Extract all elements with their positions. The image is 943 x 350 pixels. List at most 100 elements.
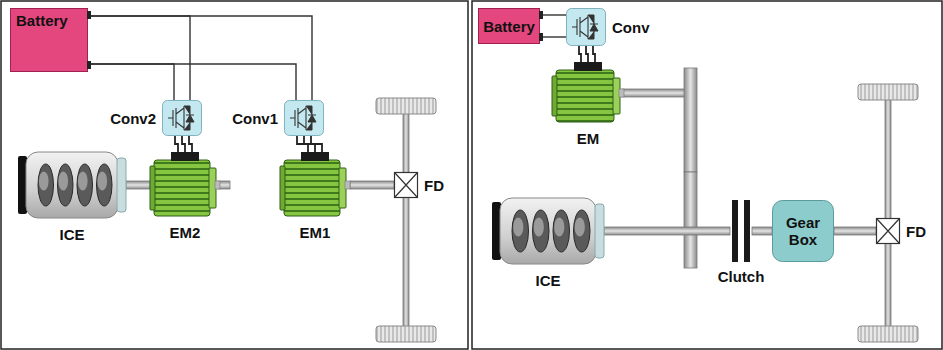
dc-wire: [540, 14, 566, 15]
shaft-body: [126, 181, 150, 189]
dc-wire: [540, 36, 566, 37]
wheel: [858, 326, 918, 342]
motor-shaft-end: [345, 181, 350, 189]
battery-box: Battery: [478, 8, 540, 44]
engine-block: ICE: [492, 196, 604, 266]
engine-cylinder-shine: [554, 218, 564, 237]
engine-cylinder-shine: [534, 218, 544, 237]
electric-motor: EM1: [280, 152, 350, 218]
engine-cylinder-shine: [39, 172, 49, 191]
power-wire: [88, 16, 190, 100]
final-drive-cross: [877, 219, 899, 243]
converter-body: [567, 9, 606, 46]
converter-box: Conv2: [162, 100, 202, 136]
phase-wire: [586, 46, 588, 62]
clutch-plate: [732, 200, 738, 262]
node-label: Conv2: [110, 110, 156, 127]
converter-box-outline: [284, 100, 324, 136]
drive-shaft: [834, 227, 876, 235]
motor-end-cap: [280, 166, 285, 210]
axle: [885, 98, 891, 328]
engine-cylinder-shine: [58, 172, 68, 191]
phase-wire: [579, 46, 581, 62]
engine-flange: [117, 158, 126, 212]
node-label: FD: [906, 223, 926, 240]
final-drive: FD: [394, 172, 418, 198]
engine-cylinder: [97, 164, 113, 206]
engine-cylinder: [77, 164, 93, 206]
dc-wire: [88, 64, 296, 100]
gear-plate: [684, 68, 697, 172]
transistor-symbol: [572, 15, 588, 39]
gearbox-box: Gear Box: [772, 200, 834, 262]
node-label: EM2: [170, 224, 201, 241]
electric-motor: EM: [552, 62, 624, 124]
engine-cylinder: [58, 164, 74, 206]
axle: [403, 112, 409, 328]
node-label: Conv1: [232, 110, 278, 127]
motor-terminal-box: [301, 152, 329, 161]
clutch: Clutch: [730, 200, 752, 262]
drive-shaft: [604, 227, 730, 235]
engine-cylinder-shine: [513, 218, 523, 237]
dc-wire: [88, 16, 312, 100]
shaft-axis: [350, 185, 394, 186]
wheel: [858, 84, 918, 100]
engine-cylinder: [553, 210, 570, 252]
electric-motor: EM2: [150, 152, 220, 218]
electric-motor-outline: [280, 152, 350, 218]
gear-plate: [684, 172, 697, 268]
wheel: [376, 326, 436, 342]
electric-motor-outline: [552, 62, 624, 124]
engine-cylinder-shine: [97, 172, 107, 191]
diode-symbol: [306, 106, 316, 130]
shaft-body: [350, 181, 394, 189]
converter-box-outline: [162, 100, 202, 136]
shaft-body: [752, 227, 772, 235]
converter-box-outline: [566, 8, 606, 46]
drive-shaft: [350, 181, 394, 189]
converter-box: Conv1: [284, 100, 324, 136]
transistor-symbol: [290, 106, 306, 130]
engine-body: [26, 152, 118, 218]
drive-shaft: [126, 181, 150, 189]
motor-shaft-end: [619, 89, 624, 97]
panel-border: [1, 1, 468, 349]
node-label: ICE: [535, 272, 560, 289]
node-label: Gear Box: [776, 214, 830, 248]
final-drive-box: [877, 219, 900, 244]
node-label: EM1: [300, 224, 331, 241]
battery-box: Battery: [10, 8, 88, 72]
final-drive-outline: [876, 218, 900, 244]
diode-symbol: [588, 15, 598, 39]
shaft-body: [834, 227, 876, 235]
node-label: Clutch: [718, 268, 765, 285]
engine-cylinder-shine: [575, 218, 585, 237]
node-label: FD: [424, 177, 444, 194]
battery-terminal: [539, 11, 543, 19]
converter-body: [163, 101, 202, 136]
battery-body: [11, 9, 88, 72]
shaft-axis: [604, 231, 730, 232]
power-wire: [540, 15, 566, 37]
shaft-axis: [126, 185, 150, 186]
motor-terminal-box: [574, 62, 602, 71]
motor-body: [154, 160, 210, 216]
engine-cylinder: [533, 210, 550, 252]
converter-box: Conv: [566, 8, 606, 46]
battery-terminal: [87, 11, 91, 19]
power-wire: [175, 136, 192, 152]
motor-body: [284, 160, 340, 216]
diode-symbol: [184, 106, 194, 130]
motor-end-cap: [552, 76, 557, 116]
node-label: ICE: [59, 226, 84, 243]
engine-cylinder: [574, 210, 591, 252]
engine-flange: [595, 204, 604, 258]
phase-wire: [593, 46, 595, 62]
wheel: [376, 98, 436, 114]
engine-block: ICE: [18, 150, 126, 220]
final-drive-outline: [394, 172, 418, 198]
node-label: Battery: [482, 18, 536, 35]
